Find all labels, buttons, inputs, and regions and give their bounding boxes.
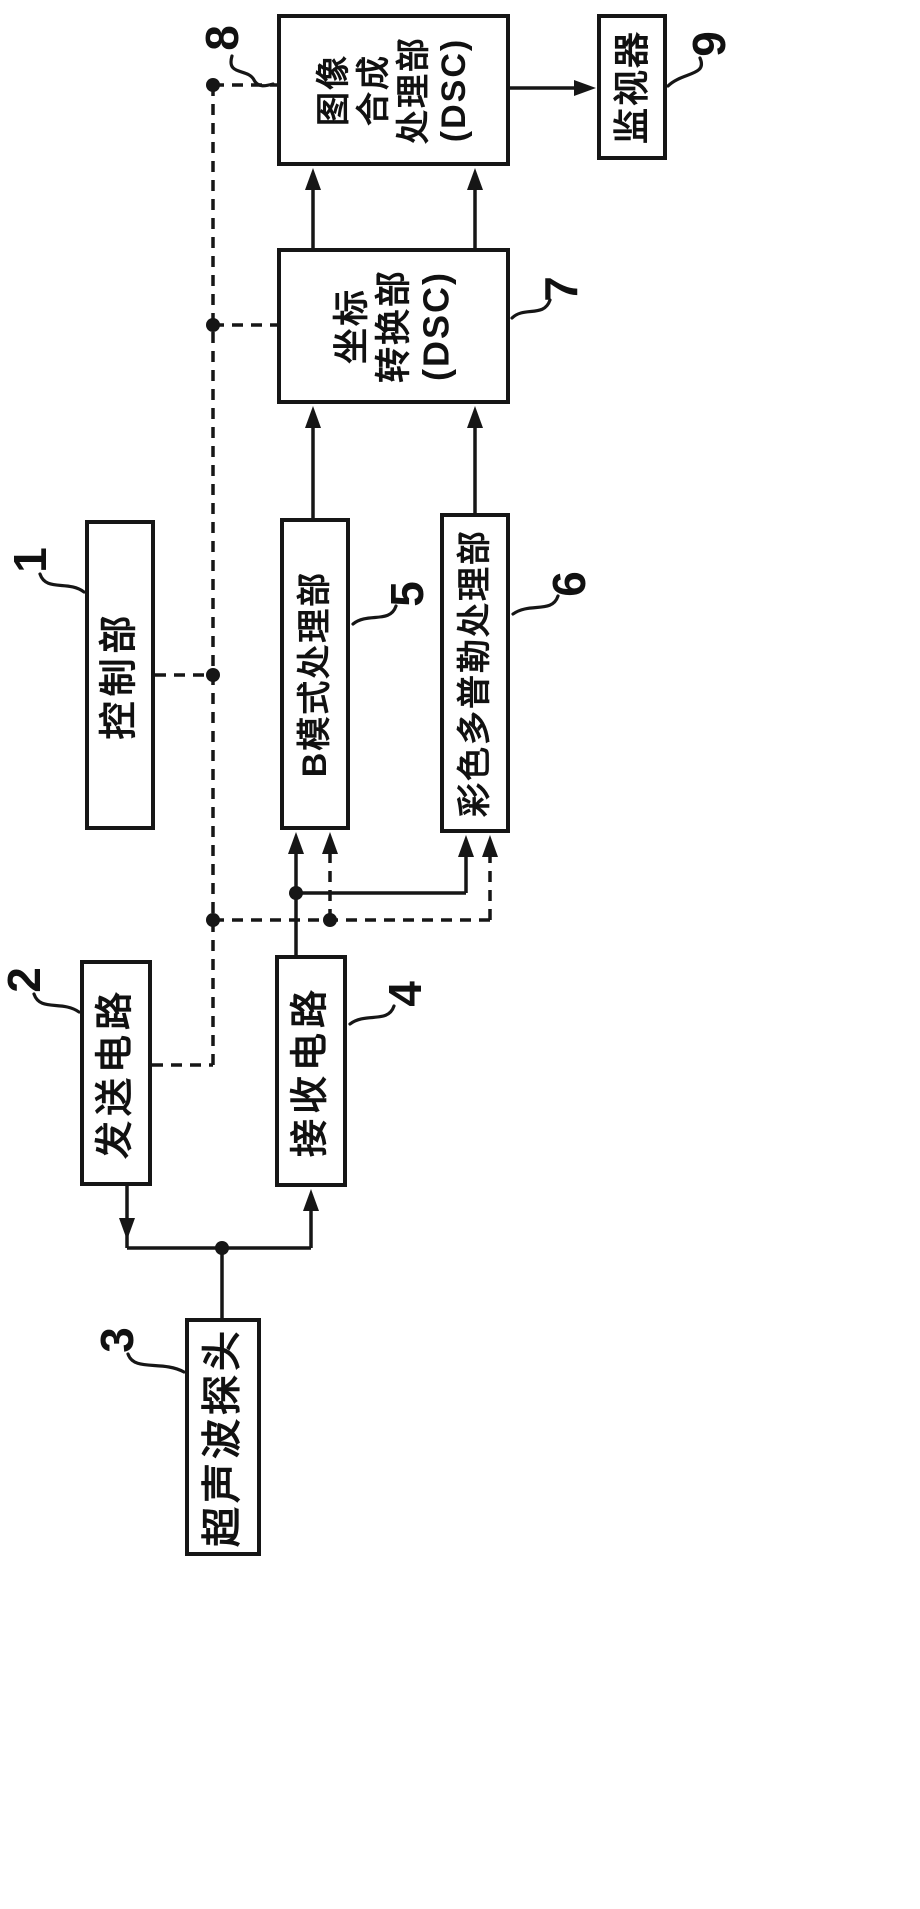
block-image-synthesis-processor-label: 图像 合成 处理部 (DSC): [314, 36, 473, 144]
signal-wires: [125, 86, 578, 1318]
ref-leader-8: [229, 54, 275, 88]
block-receive-circuit: 接收电路: [275, 955, 347, 1187]
block-control-unit: 控制部: [85, 520, 155, 830]
arrowheads: [119, 80, 596, 1240]
ref-number-5: 5: [381, 581, 433, 607]
ref-number-7: 7: [535, 276, 587, 302]
junction-probe: [215, 1241, 229, 1255]
ref-leader-2: [32, 992, 81, 1014]
arrowhead-into-5-signal: [288, 832, 304, 854]
junction-signal-4: [289, 886, 303, 900]
arrowhead-into-7-right: [467, 406, 483, 428]
ref-leader-3: [126, 1352, 186, 1374]
block-ultrasound-probe: 超声波探头: [185, 1318, 261, 1556]
junction-ctrl-7: [206, 318, 220, 332]
block-color-doppler-processor-label: 彩色多普勒处理部: [455, 529, 494, 817]
arrowhead-into-7-left: [305, 406, 321, 428]
block-bmode-processor: B模式处理部: [280, 518, 350, 830]
arrowhead-into-8-right: [467, 168, 483, 190]
block-control-unit-label: 控制部: [98, 610, 141, 740]
ref-number-1: 1: [4, 547, 56, 573]
junction-ctrl-5: [323, 913, 337, 927]
ref-leader-6: [511, 594, 560, 616]
arrowhead-from-2-down: [119, 1218, 135, 1240]
arrowhead-into-6-signal: [458, 835, 474, 857]
arrowhead-into-4: [303, 1189, 319, 1211]
ref-leader-5: [351, 604, 398, 626]
junction-dots: [206, 78, 337, 1255]
ref-number-8: 8: [196, 25, 248, 51]
junction-ctrl-1: [206, 668, 220, 682]
ref-leader-9: [666, 56, 704, 88]
ref-number-4: 4: [379, 981, 431, 1007]
junction-ctrl-branch: [206, 913, 220, 927]
block-transmit-circuit: 发送电路: [80, 960, 152, 1186]
ref-leader-4: [348, 1004, 396, 1026]
ref-number-2: 2: [0, 967, 50, 993]
ref-number-3: 3: [91, 1327, 143, 1353]
ref-leader-7: [510, 298, 552, 320]
ref-number-9: 9: [683, 31, 735, 57]
block-color-doppler-processor: 彩色多普勒处理部: [440, 513, 510, 833]
arrowhead-into-9: [574, 80, 596, 96]
block-coordinate-converter-label: 坐标 转换部 (DSC): [329, 268, 456, 384]
block-ultrasound-probe-label: 超声波探头: [200, 1327, 245, 1547]
block-monitor: 监视器: [597, 14, 667, 160]
block-monitor-label: 监视器: [610, 29, 652, 145]
arrowhead-into-6-control: [482, 835, 498, 857]
control-wires: [152, 83, 492, 1067]
block-bmode-processor-label: B模式处理部: [295, 570, 334, 778]
ref-leader-1: [38, 572, 86, 594]
junction-ctrl-top: [206, 78, 220, 92]
ref-leaders: [32, 54, 704, 1374]
arrowhead-into-8-left: [305, 168, 321, 190]
block-receive-circuit-label: 接收电路: [289, 984, 332, 1158]
block-image-synthesis-processor: 图像 合成 处理部 (DSC): [277, 14, 510, 166]
block-transmit-circuit-label: 发送电路: [94, 986, 137, 1160]
ref-number-6: 6: [543, 571, 595, 597]
arrowhead-into-5-control: [322, 832, 338, 854]
block-coordinate-converter: 坐标 转换部 (DSC): [277, 248, 510, 404]
